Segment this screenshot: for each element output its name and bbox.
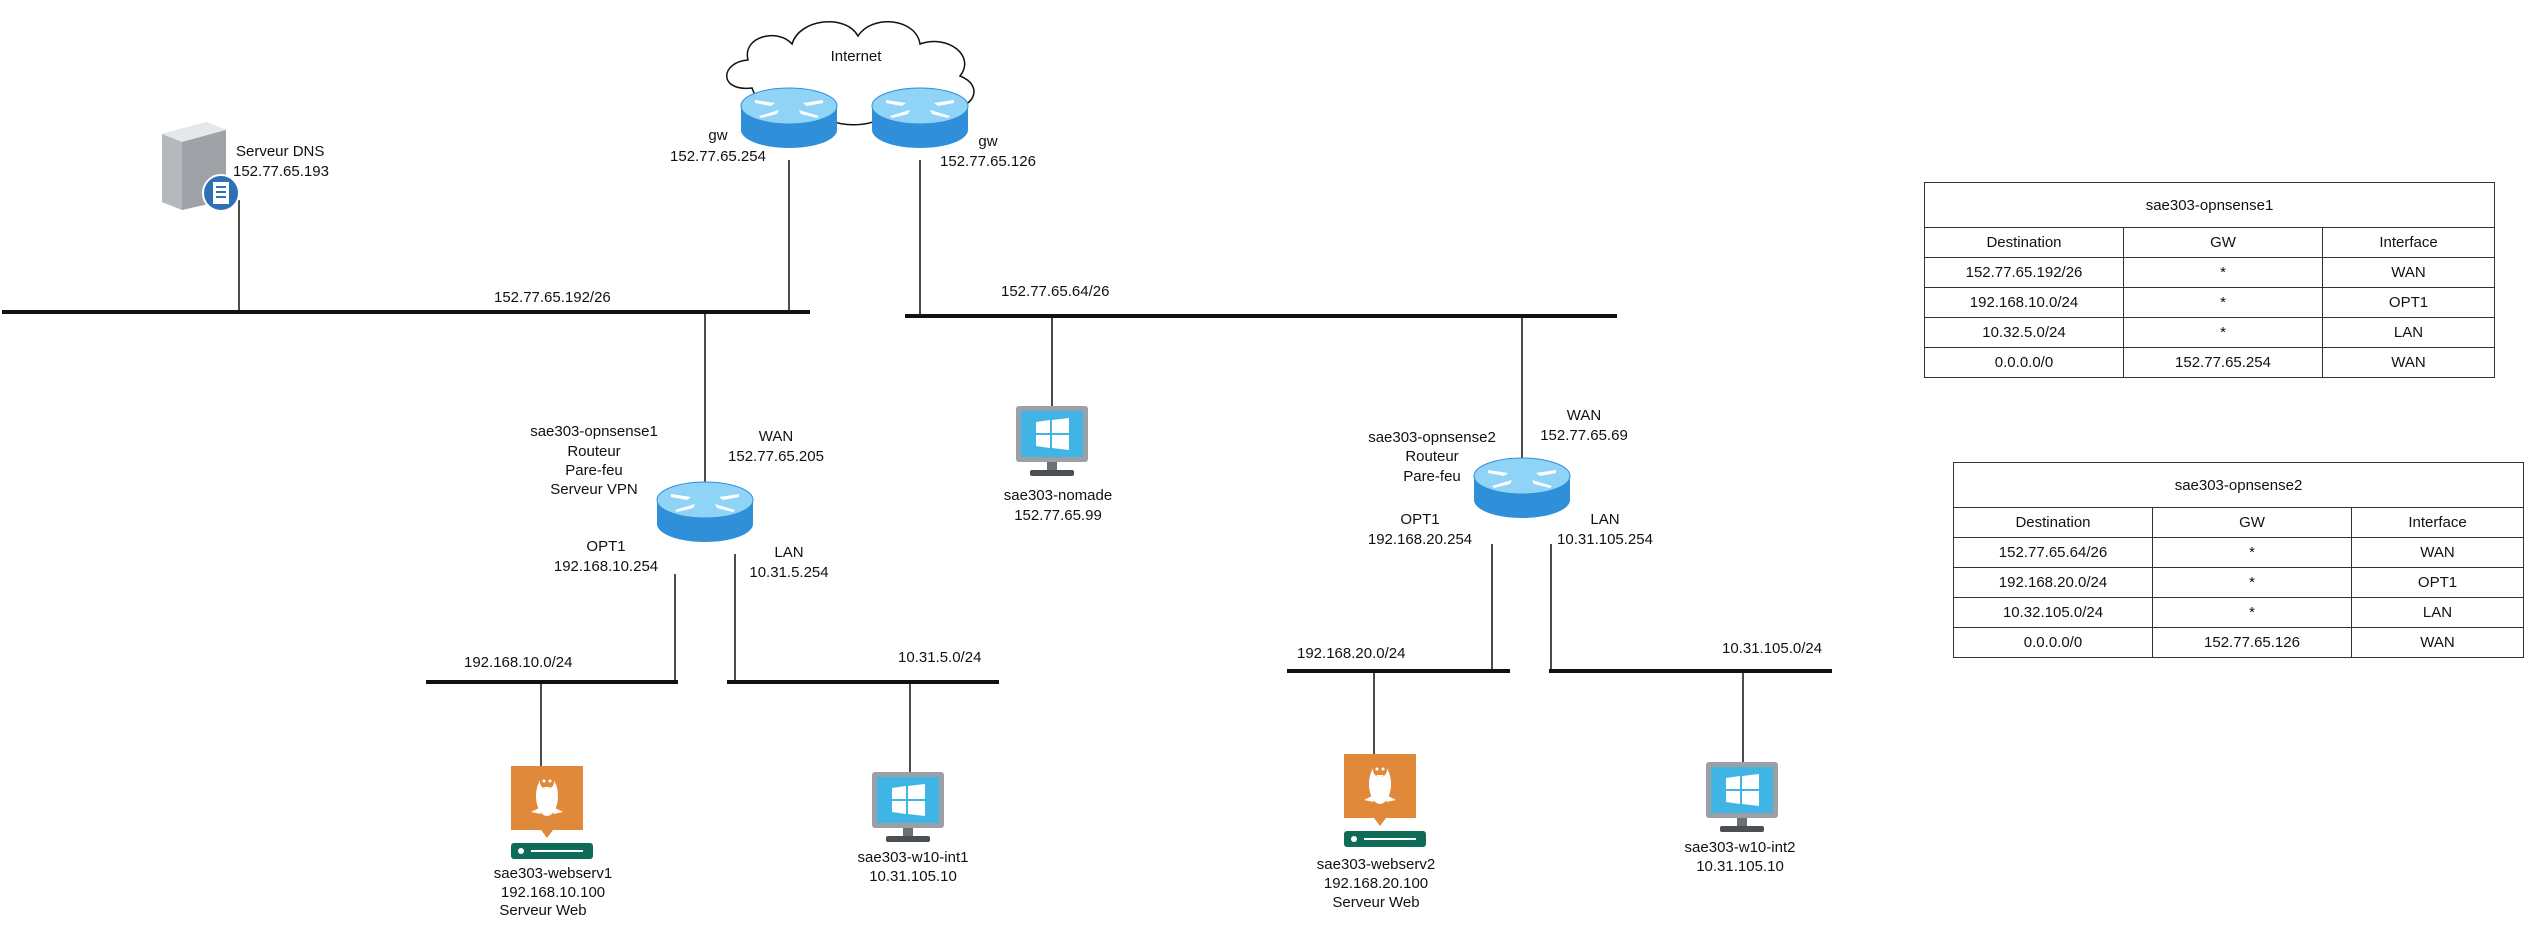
opnsense1-lan-ip: 10.31.5.254	[749, 564, 828, 581]
opnsense1-opt1-ip: 192.168.10.254	[554, 558, 658, 575]
webserv2-ip: 192.168.20.100	[1324, 875, 1428, 892]
opnsense1-role-1: Routeur	[567, 443, 620, 460]
table-cell: *	[2123, 317, 2323, 348]
gw1-name: gw	[708, 127, 727, 144]
table-title: sae303-opnsense1	[1924, 182, 2495, 228]
table-row: 10.32.105.0/24 * LAN	[1953, 597, 2524, 628]
dns-ip: 152.77.65.193	[233, 163, 329, 180]
table-cell: 0.0.0.0/0	[1924, 347, 2124, 378]
nomade-ip: 152.77.65.99	[1014, 507, 1102, 524]
table-cell: *	[2123, 257, 2323, 288]
opnsense2-role-1: Routeur	[1405, 448, 1458, 465]
webserv1-name: sae303-webserv1	[494, 865, 612, 882]
w10-int2-windows-icon	[1706, 762, 1778, 832]
network-label-opt1-2: 192.168.20.0/24	[1297, 645, 1405, 662]
table-cell: WAN	[2322, 347, 2495, 378]
table-header: Interface	[2351, 507, 2524, 538]
opnsense1-opt1-label: OPT1	[586, 538, 625, 555]
table-cell: LAN	[2322, 317, 2495, 348]
opnsense2-role-2: Pare-feu	[1403, 468, 1461, 485]
opnsense2-lan-label: LAN	[1590, 511, 1619, 528]
opnsense1-wan-ip: 152.77.65.205	[728, 448, 824, 465]
table-cell: WAN	[2351, 627, 2524, 658]
gateway-router-1-icon	[740, 87, 838, 149]
table-cell: LAN	[2351, 597, 2524, 628]
webserv2-name: sae303-webserv2	[1317, 856, 1435, 873]
table-cell: 10.32.105.0/24	[1953, 597, 2153, 628]
opnsense1-lan-label: LAN	[774, 544, 803, 561]
table-cell: 152.77.65.64/26	[1953, 537, 2153, 568]
w10-int2-name: sae303-w10-int2	[1685, 839, 1796, 856]
table-row: 10.32.5.0/24 * LAN	[1924, 317, 2495, 348]
nomade-windows-icon	[1016, 406, 1088, 476]
table-cell: *	[2152, 567, 2352, 598]
w10-int1-name: sae303-w10-int1	[858, 849, 969, 866]
opnsense1-wan-label: WAN	[759, 428, 793, 445]
network-label-lan1: 10.31.5.0/24	[898, 649, 981, 666]
webserv2-role: Serveur Web	[1332, 894, 1419, 911]
routing-table-opnsense1: sae303-opnsense1 Destination GW Interfac…	[1924, 182, 2495, 378]
table-cell: WAN	[2351, 537, 2524, 568]
table-cell: 152.77.65.126	[2152, 627, 2352, 658]
opnsense1-role-2: Pare-feu	[565, 462, 623, 479]
table-cell: 10.32.5.0/24	[1924, 317, 2124, 348]
opnsense2-opt1-ip: 192.168.20.254	[1368, 531, 1472, 548]
network-label-wan1: 152.77.65.192/26	[494, 289, 611, 306]
routing-table-opnsense2: sae303-opnsense2 Destination GW Interfac…	[1953, 462, 2524, 658]
opnsense1-router-icon	[656, 481, 754, 543]
table-cell: 192.168.20.0/24	[1953, 567, 2153, 598]
table-header: Destination	[1953, 507, 2153, 538]
network-label-lan2: 10.31.105.0/24	[1722, 640, 1822, 657]
webserv1-ip: 192.168.10.100	[501, 884, 605, 901]
nomade-name: sae303-nomade	[1004, 487, 1112, 504]
table-cell: 192.168.10.0/24	[1924, 287, 2124, 318]
gw1-ip: 152.77.65.254	[670, 148, 766, 165]
internet-label: Internet	[831, 48, 883, 65]
dns-server-icon	[162, 122, 240, 212]
gw2-ip: 152.77.65.126	[940, 153, 1036, 170]
table-cell: OPT1	[2322, 287, 2495, 318]
gateway-router-2-icon	[871, 87, 969, 149]
table-row: 0.0.0.0/0 152.77.65.254 WAN	[1924, 347, 2495, 378]
opnsense2-wan-label: WAN	[1567, 407, 1601, 424]
table-cell: OPT1	[2351, 567, 2524, 598]
opnsense2-router-icon	[1473, 457, 1571, 519]
table-header: GW	[2123, 227, 2323, 258]
table-header: Interface	[2322, 227, 2495, 258]
webserv2-linux-icon	[1344, 754, 1426, 847]
w10-int1-ip: 10.31.105.10	[869, 868, 957, 885]
table-row: 0.0.0.0/0 152.77.65.126 WAN	[1953, 627, 2524, 658]
webserv1-role: Serveur Web	[499, 902, 586, 919]
gw2-name: gw	[978, 133, 997, 150]
opnsense1-role-3: Serveur VPN	[550, 481, 638, 498]
table-cell: 152.77.65.192/26	[1924, 257, 2124, 288]
opnsense2-name: sae303-opnsense2	[1368, 429, 1496, 446]
table-header: GW	[2152, 507, 2352, 538]
opnsense2-lan-ip: 10.31.105.254	[1557, 531, 1653, 548]
table-row: 152.77.65.192/26 * WAN	[1924, 257, 2495, 288]
opnsense1-name: sae303-opnsense1	[530, 423, 658, 440]
table-cell: *	[2123, 287, 2323, 318]
table-row: 152.77.65.64/26 * WAN	[1953, 537, 2524, 568]
w10-int2-ip: 10.31.105.10	[1696, 858, 1784, 875]
opnsense2-wan-ip: 152.77.65.69	[1540, 427, 1628, 444]
network-label-wan2: 152.77.65.64/26	[1001, 283, 1109, 300]
table-header: Destination	[1924, 227, 2124, 258]
table-cell: *	[2152, 597, 2352, 628]
network-label-opt1-1: 192.168.10.0/24	[464, 654, 572, 671]
table-title: sae303-opnsense2	[1953, 462, 2524, 508]
table-cell: WAN	[2322, 257, 2495, 288]
webserv1-linux-icon	[511, 766, 593, 859]
table-cell: 152.77.65.254	[2123, 347, 2323, 378]
opnsense2-opt1-label: OPT1	[1400, 511, 1439, 528]
table-row: 192.168.20.0/24 * OPT1	[1953, 567, 2524, 598]
table-row: 192.168.10.0/24 * OPT1	[1924, 287, 2495, 318]
table-cell: *	[2152, 537, 2352, 568]
table-cell: 0.0.0.0/0	[1953, 627, 2153, 658]
w10-int1-windows-icon	[872, 772, 944, 842]
dns-name: Serveur DNS	[236, 143, 324, 160]
